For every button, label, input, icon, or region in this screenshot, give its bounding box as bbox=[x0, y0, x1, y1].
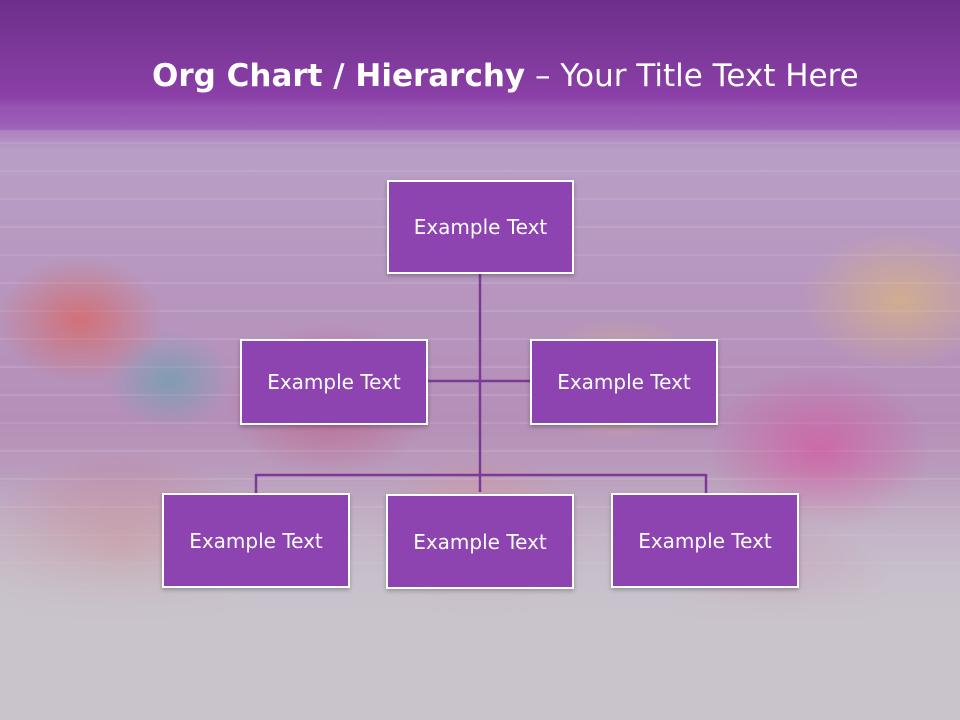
org-node-sub-right-label: Example Text bbox=[638, 528, 772, 553]
org-node-sub-left[interactable]: Example Text bbox=[162, 493, 350, 588]
org-node-assistant-right[interactable]: Example Text bbox=[530, 339, 718, 425]
org-node-assistant-left-label: Example Text bbox=[267, 370, 401, 394]
title-bar-glow bbox=[0, 110, 960, 150]
org-node-sub-center[interactable]: Example Text bbox=[386, 494, 574, 589]
org-node-top[interactable]: Example Text bbox=[387, 180, 574, 274]
org-node-sub-left-label: Example Text bbox=[189, 528, 323, 553]
title-bold: Org Chart / Hierarchy bbox=[152, 58, 526, 94]
title-rest: Your Title Text Here bbox=[560, 58, 859, 94]
title-bar bbox=[0, 0, 960, 130]
org-node-assistant-right-label: Example Text bbox=[557, 370, 691, 394]
title-dash: – bbox=[525, 58, 561, 94]
slide-title: Org Chart / Hierarchy – Your Title Text … bbox=[152, 54, 932, 98]
org-node-top-label: Example Text bbox=[413, 215, 548, 239]
org-node-sub-right[interactable]: Example Text bbox=[611, 493, 799, 588]
org-node-assistant-left[interactable]: Example Text bbox=[240, 339, 428, 425]
org-node-sub-center-label: Example Text bbox=[413, 529, 547, 554]
